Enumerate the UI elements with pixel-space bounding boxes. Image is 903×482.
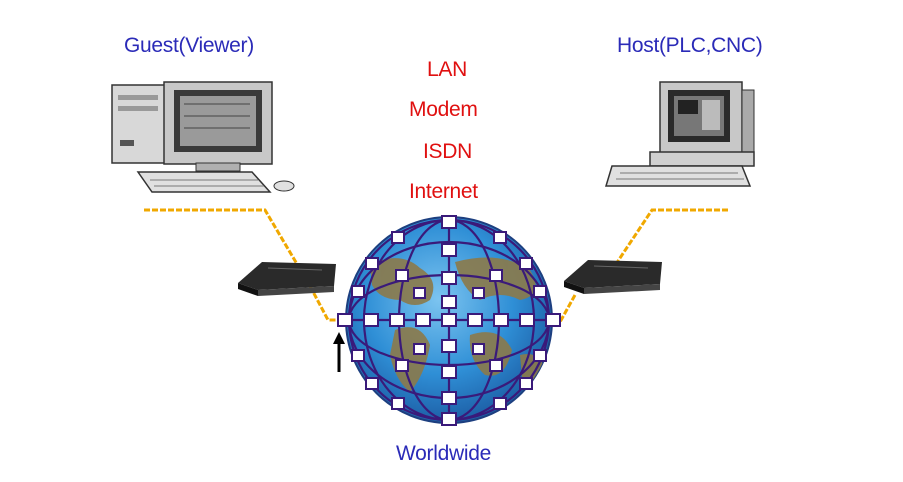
connection-modem: Modem [409,98,478,121]
host-computer-icon [604,81,755,187]
worldwide-label: Worldwide [396,442,491,465]
guest-label: Guest(Viewer) [124,34,254,57]
network-nodes [337,215,561,426]
connection-lan: LAN [427,58,467,81]
modem-right-icon [564,260,662,294]
connection-isdn: ISDN [423,140,472,163]
arrow-up-icon [333,332,345,372]
connection-internet: Internet [409,180,478,203]
host-label: Host(PLC,CNC) [617,34,763,57]
guest-computer-icon [111,81,295,193]
modem-left-icon [238,262,336,296]
